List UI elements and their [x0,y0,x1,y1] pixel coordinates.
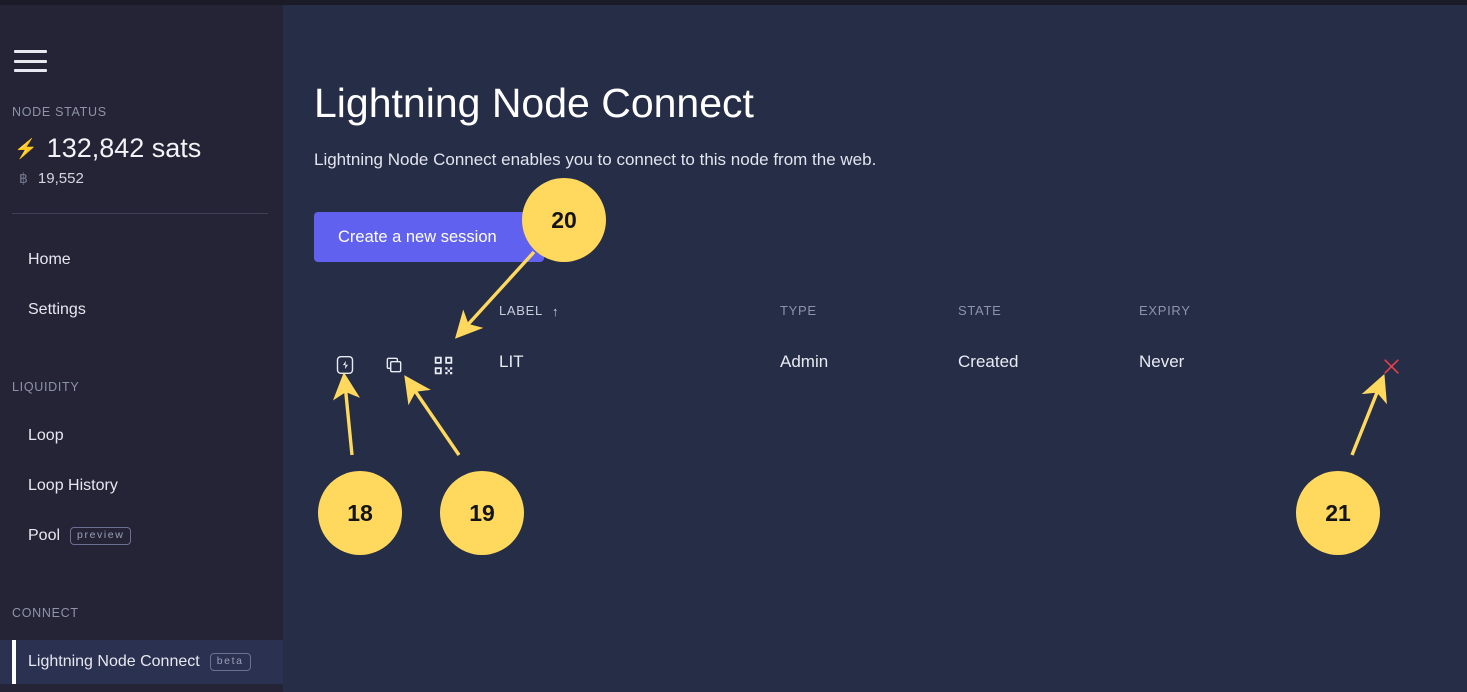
main-content: Lightning Node Connect Lightning Node Co… [283,5,1467,692]
hamburger-bar [14,59,47,63]
column-header-state[interactable]: STATE [958,303,1002,318]
sidebar-item-settings[interactable]: Settings [0,290,283,330]
sidebar-item-lightning-node-connect[interactable]: Lightning Node Connect beta [0,640,283,684]
cell-type: Admin [780,352,829,371]
sidebar-item-label: Loop [28,427,64,444]
liquidity-heading: LIQUIDITY [12,380,80,394]
beta-badge: beta [209,653,251,671]
node-status-heading: NODE STATUS [12,105,107,119]
lightning-connect-icon[interactable] [333,353,357,377]
sidebar-item-loop-history[interactable]: Loop History [0,466,283,506]
qr-code-icon[interactable] [431,353,455,377]
hamburger-icon[interactable] [14,48,47,74]
lightning-balance-value: 132,842 sats [46,133,202,163]
sidebar-item-label: Loop History [28,477,118,494]
sidebar: NODE STATUS ⚡ 132,842 sats ฿ 19,552 Home… [0,5,283,692]
column-header-type[interactable]: TYPE [780,303,817,318]
sidebar-item-loop[interactable]: Loop [0,416,283,456]
sidebar-item-label: Pool [28,527,61,544]
sort-ascending-icon: ↑ [551,304,560,319]
page-title: Lightning Node Connect [314,80,754,126]
copy-icon[interactable] [382,353,406,377]
cell-state: Created [958,352,1019,371]
delete-session-icon[interactable] [1379,354,1403,378]
hamburger-bar [14,69,47,72]
create-session-button[interactable]: Create a new session [314,212,544,262]
sidebar-divider [12,213,268,214]
cell-label: LIT [499,352,524,371]
lightning-bolt-icon: ⚡ [14,139,38,160]
preview-badge: preview [70,527,132,545]
column-header-label[interactable]: LABEL ↑ [499,303,560,319]
bitcoin-balance-value: 19,552 [37,170,84,187]
hamburger-bar [14,50,47,53]
sidebar-item-home[interactable]: Home [0,240,283,280]
sidebar-item-pool[interactable]: Pool preview [0,516,283,556]
column-header-label-text: LABEL [499,303,543,318]
sidebar-item-label: Settings [28,301,86,318]
sidebar-item-label: Home [28,251,71,268]
bitcoin-icon: ฿ [19,170,28,186]
lightning-balance: ⚡ 132,842 sats [14,133,201,164]
sidebar-item-label: Lightning Node Connect [28,653,200,670]
bitcoin-balance: ฿ 19,552 [19,170,84,187]
connect-heading: CONNECT [12,606,79,620]
cell-expiry: Never [1139,352,1185,371]
page-subtitle: Lightning Node Connect enables you to co… [314,150,877,169]
column-header-expiry[interactable]: EXPIRY [1139,303,1191,318]
top-strip [0,0,1467,5]
row-action-icons [333,353,455,377]
